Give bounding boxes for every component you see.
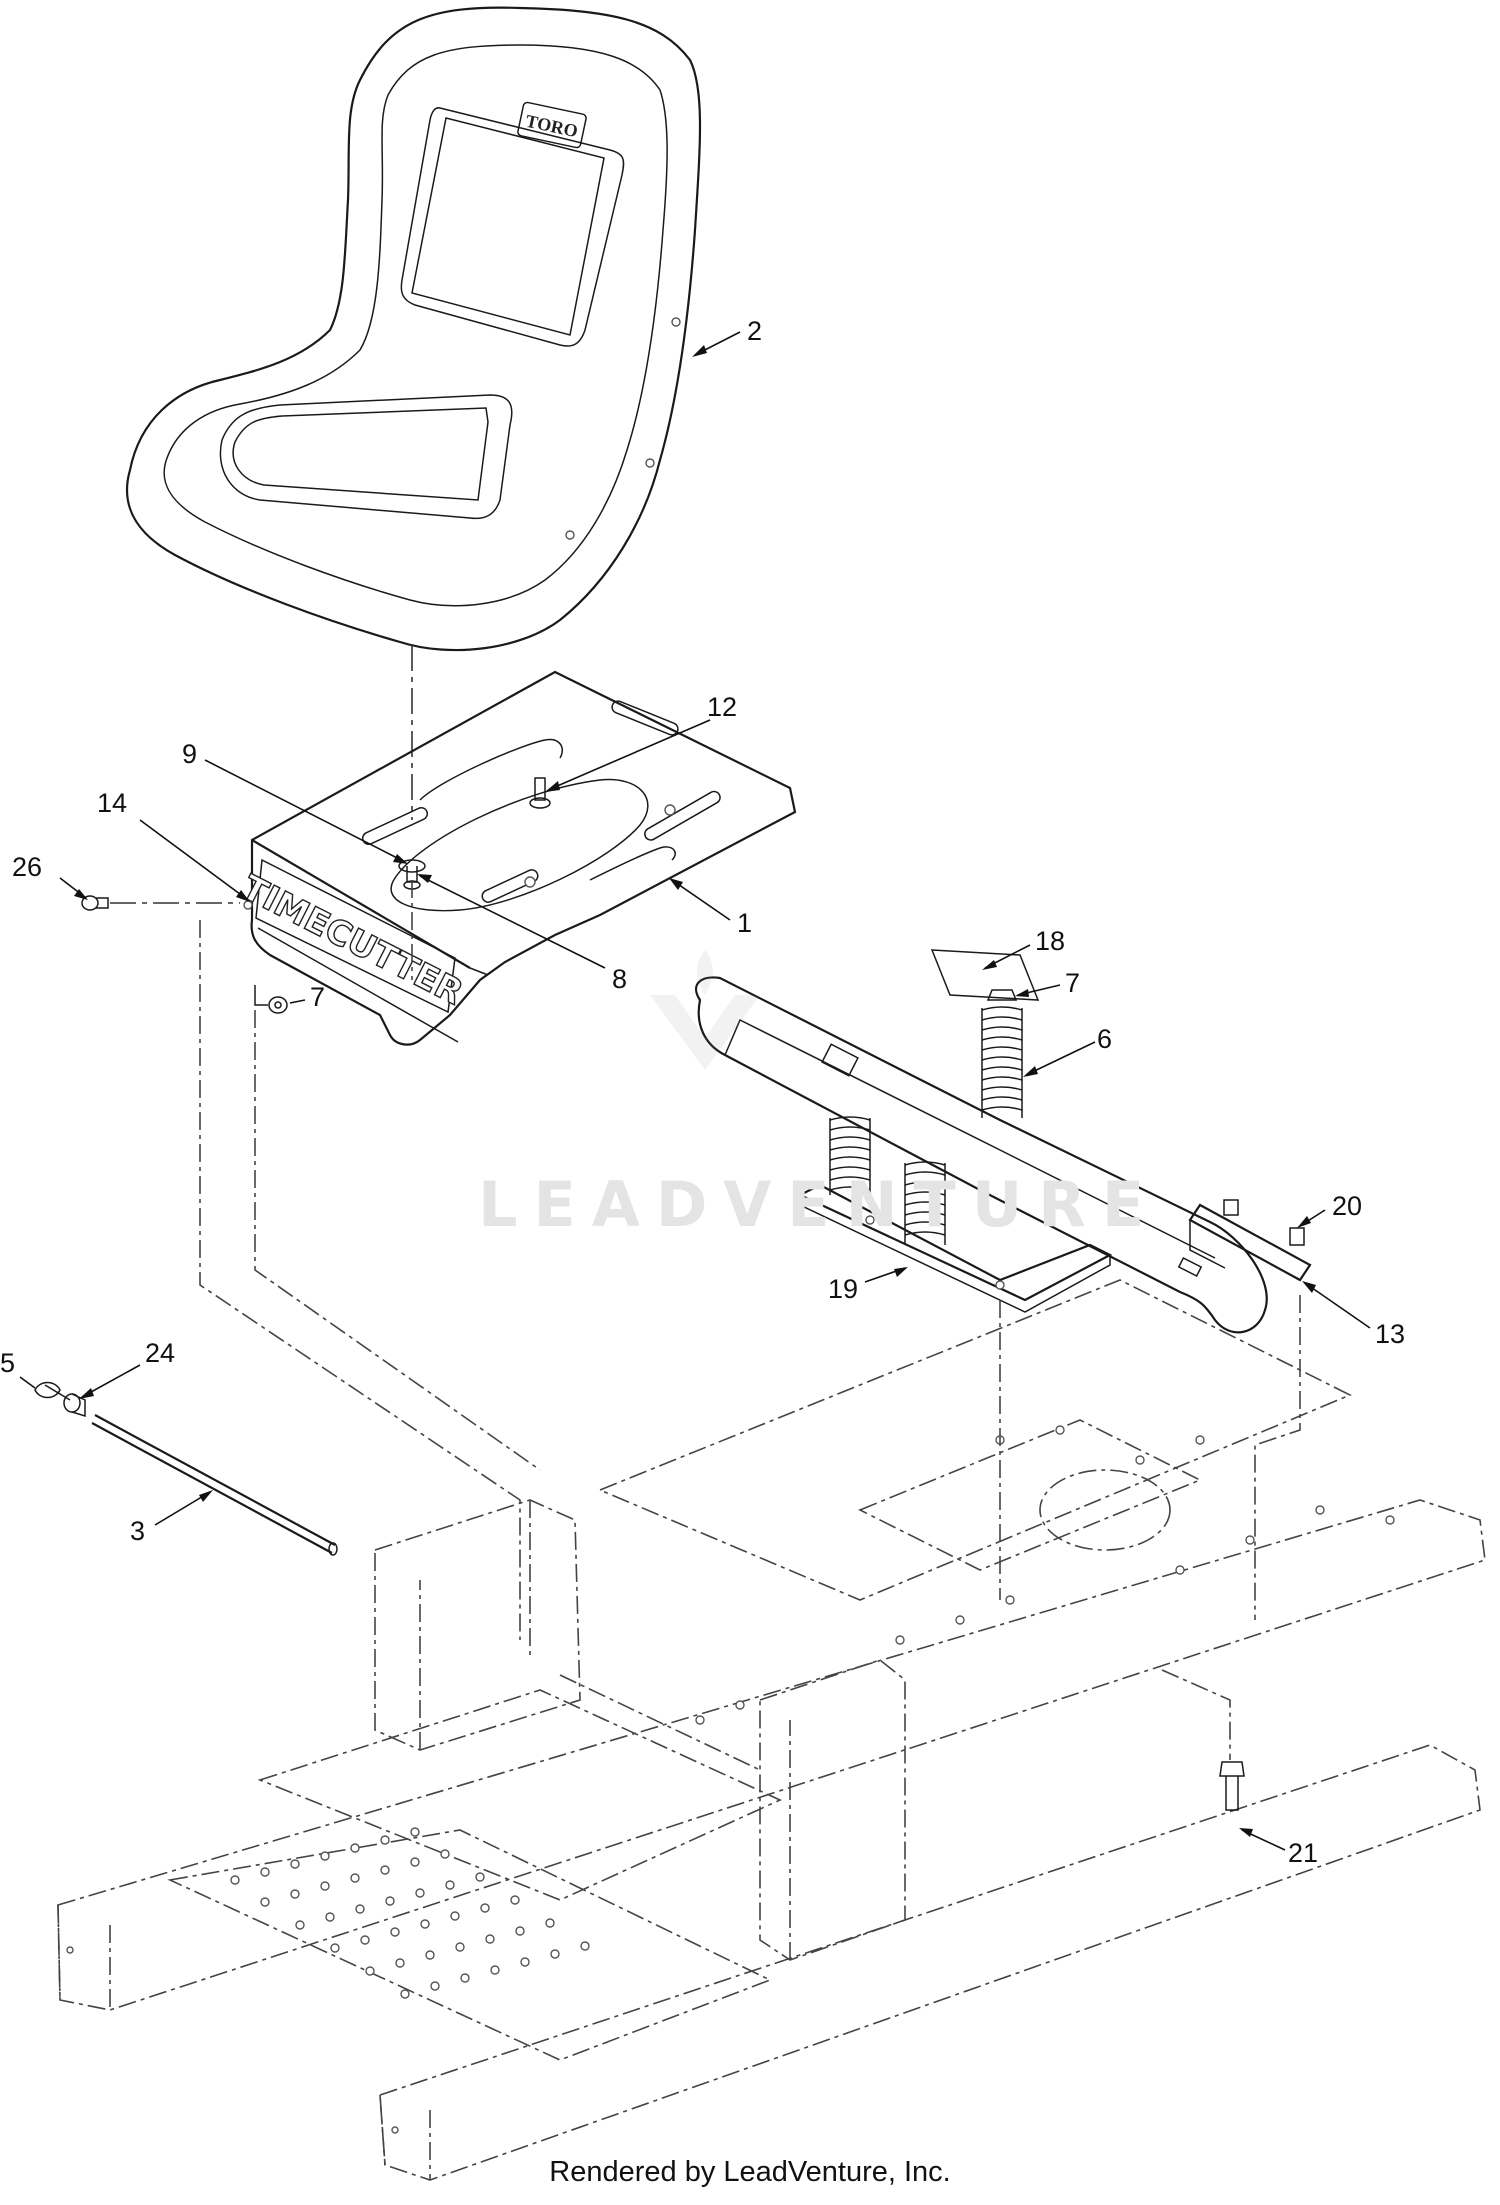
seat-logo-text: TORO <box>524 111 580 142</box>
leadventure-watermark-icon <box>650 950 760 1070</box>
callout-7-left: 7 <box>289 982 325 1012</box>
mower-frame <box>57 1279 1486 2181</box>
callout-24: 24 <box>79 1338 175 1399</box>
callout-20: 20 <box>1297 1191 1362 1228</box>
plate-logo-text: TIMECUTTER <box>235 868 469 1014</box>
callout-6: 6 <box>1023 1024 1112 1077</box>
footer-credit: Rendered by LeadVenture, Inc. <box>549 2156 951 2188</box>
callout-24-label: 24 <box>145 1338 175 1368</box>
callout-19: 19 <box>828 1267 908 1304</box>
callout-7-left-label: 7 <box>310 982 325 1012</box>
callout-5: 5 <box>0 1348 36 1389</box>
bolt-21 <box>1219 1761 1245 1811</box>
callout-21-label: 21 <box>1288 1838 1318 1868</box>
callout-7-right: 7 <box>1015 968 1080 998</box>
rod-3 <box>34 1381 338 1556</box>
callout-20-label: 20 <box>1332 1191 1362 1221</box>
callout-13-label: 13 <box>1375 1319 1405 1349</box>
callout-12-label: 12 <box>707 692 737 722</box>
callout-8: 8 <box>417 874 627 994</box>
callout-13: 13 <box>1302 1281 1405 1349</box>
callout-3-label: 3 <box>130 1516 145 1546</box>
callout-18: 18 <box>982 926 1065 970</box>
callout-3: 3 <box>130 1490 213 1546</box>
seat: TORO <box>125 6 702 652</box>
callout-2-label: 2 <box>747 316 762 346</box>
callout-9: 9 <box>182 739 408 864</box>
callout-18-label: 18 <box>1035 926 1065 956</box>
watermark-text: LEADVENTURE <box>478 1168 1161 1241</box>
callout-21: 21 <box>1239 1828 1318 1868</box>
callout-12: 12 <box>545 692 737 792</box>
fastener-26 <box>81 895 109 911</box>
callout-14-label: 14 <box>97 788 127 818</box>
callout-7-right-label: 7 <box>1065 968 1080 998</box>
callout-8-label: 8 <box>612 964 627 994</box>
callout-26-label: 26 <box>12 852 42 882</box>
callout-2: 2 <box>692 316 762 357</box>
callout-5-label: 5 <box>0 1348 15 1378</box>
callout-1: 1 <box>669 878 752 938</box>
callout-9-label: 9 <box>182 739 197 769</box>
callout-19-label: 19 <box>828 1274 858 1304</box>
spring-bracket <box>695 949 1312 1334</box>
nut-7-left <box>268 996 288 1014</box>
callout-14: 14 <box>97 788 250 902</box>
callout-6-label: 6 <box>1097 1024 1112 1054</box>
callout-1-label: 1 <box>737 908 752 938</box>
callout-26: 26 <box>12 852 88 900</box>
